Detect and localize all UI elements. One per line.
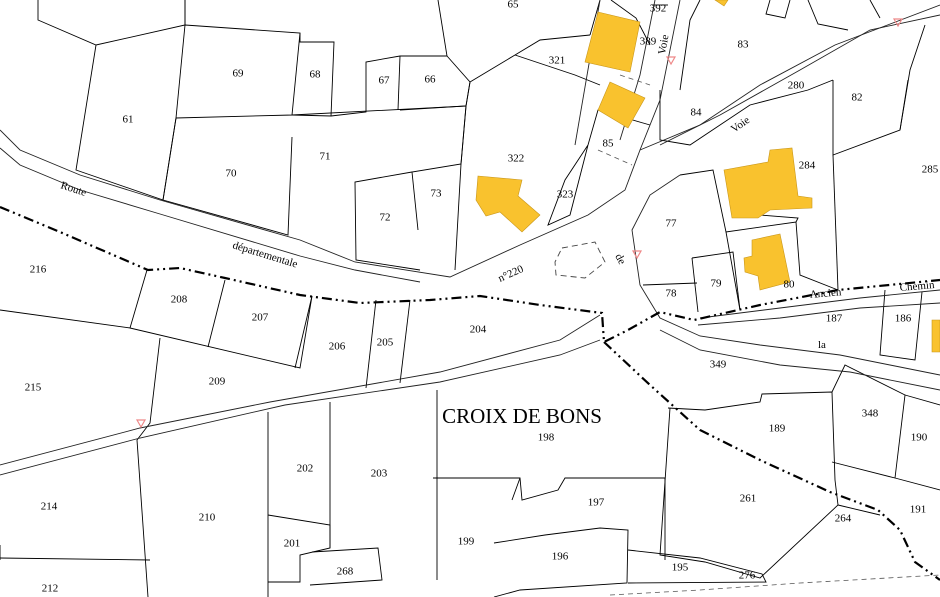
- parcel-number: 261: [740, 493, 757, 505]
- parcel-number: 73: [431, 188, 443, 200]
- survey-marker-icon: [631, 250, 643, 260]
- building: [475, 175, 541, 233]
- parcel-number: 196: [552, 551, 569, 563]
- parcel-number: 201: [284, 538, 301, 550]
- parcel-number: 349: [710, 359, 727, 371]
- place-name: CROIX DE BONS: [442, 404, 602, 428]
- parcel-number: 321: [549, 55, 566, 67]
- parcel-number: 69: [233, 68, 245, 80]
- parcel-number: 83: [738, 39, 750, 51]
- parcel-number: 205: [377, 337, 394, 349]
- building: [584, 11, 641, 73]
- dashed-line: [597, 149, 633, 166]
- parcel-number: 85: [603, 138, 615, 150]
- parcel-number: 389: [640, 36, 657, 48]
- survey-marker-icon: [665, 56, 677, 66]
- parcel-number: 189: [769, 423, 786, 435]
- building: [743, 233, 791, 291]
- parcel-number: 186: [895, 313, 912, 325]
- buildings: [475, 0, 940, 353]
- parcel-number: 72: [380, 212, 391, 224]
- building: [723, 147, 813, 219]
- parcel-numbers: 65 392 389 83 321 69 68 67 66 61 280 82 …: [25, 0, 939, 595]
- parcel-number: 82: [852, 92, 863, 104]
- parcel-number: 210: [199, 512, 216, 524]
- parcel-number: 208: [171, 294, 188, 306]
- road-label-chemin: Chemin: [899, 279, 935, 294]
- parcel-number: 190: [911, 432, 928, 444]
- parcel-number: 206: [329, 341, 346, 353]
- parcel-number: 214: [41, 501, 58, 513]
- commune-boundary: [0, 205, 940, 581]
- road-label-ancien: Ancien: [809, 286, 842, 301]
- road-label-la: la: [818, 339, 826, 351]
- parcel-number: 280: [788, 80, 805, 92]
- road-label-de: de: [612, 252, 628, 267]
- parcel-number: 216: [30, 264, 47, 276]
- road-label-route: Route: [59, 179, 88, 199]
- building: [931, 319, 940, 353]
- parcel-number: 78: [666, 288, 678, 300]
- parcel-number: 70: [226, 168, 238, 180]
- parcel-number: 392: [650, 3, 667, 15]
- parcel-number: 199: [458, 536, 475, 548]
- parcel-number: 264: [835, 513, 852, 525]
- parcel-number: 191: [910, 504, 927, 516]
- dashed-line: [619, 74, 651, 86]
- parcel-number: 322: [508, 153, 525, 165]
- parcel-number: 209: [209, 376, 226, 388]
- parcel-number: 348: [862, 408, 879, 420]
- parcel-number: 84: [691, 107, 703, 119]
- parcel-number: 66: [425, 74, 437, 86]
- parcel-number: 61: [123, 114, 134, 126]
- parcel-number: 215: [25, 382, 42, 394]
- parcel-number: 212: [42, 583, 59, 595]
- road-label-n220: n°220: [496, 263, 525, 285]
- survey-markers: [135, 18, 904, 429]
- parcel-number: 276: [739, 570, 756, 582]
- parcel-number: 65: [508, 0, 520, 11]
- road-label-departementale: départementale: [231, 239, 299, 270]
- parcel-number: 285: [922, 164, 939, 176]
- parcel-number: 67: [379, 75, 391, 87]
- parcel-number: 68: [310, 69, 322, 81]
- parcel-number: 80: [784, 279, 796, 291]
- parcel-number: 197: [588, 497, 605, 509]
- survey-marker-icon: [135, 419, 147, 429]
- dashed-line: [609, 574, 940, 596]
- building: [597, 81, 646, 129]
- parcel-number: 323: [557, 189, 574, 201]
- survey-marker-icon: [892, 18, 904, 28]
- parcel-number: 71: [320, 151, 331, 163]
- parcel-number: 195: [672, 562, 689, 574]
- pond: [554, 241, 606, 279]
- parcel-number: 198: [538, 432, 555, 444]
- roads: [0, 0, 940, 476]
- building: [714, 0, 729, 7]
- parcel-number: 79: [711, 278, 723, 290]
- parcel-number: 268: [337, 566, 354, 578]
- parcel-number: 202: [297, 463, 314, 475]
- parcel-number: 187: [826, 313, 843, 325]
- parcel-number: 77: [666, 218, 678, 230]
- parcel-number: 284: [799, 160, 816, 172]
- parcel-number: 207: [252, 312, 269, 324]
- parcel-number: 204: [470, 324, 487, 336]
- road-label-voie-top: Voie: [656, 34, 671, 56]
- parcel-number: 203: [371, 468, 388, 480]
